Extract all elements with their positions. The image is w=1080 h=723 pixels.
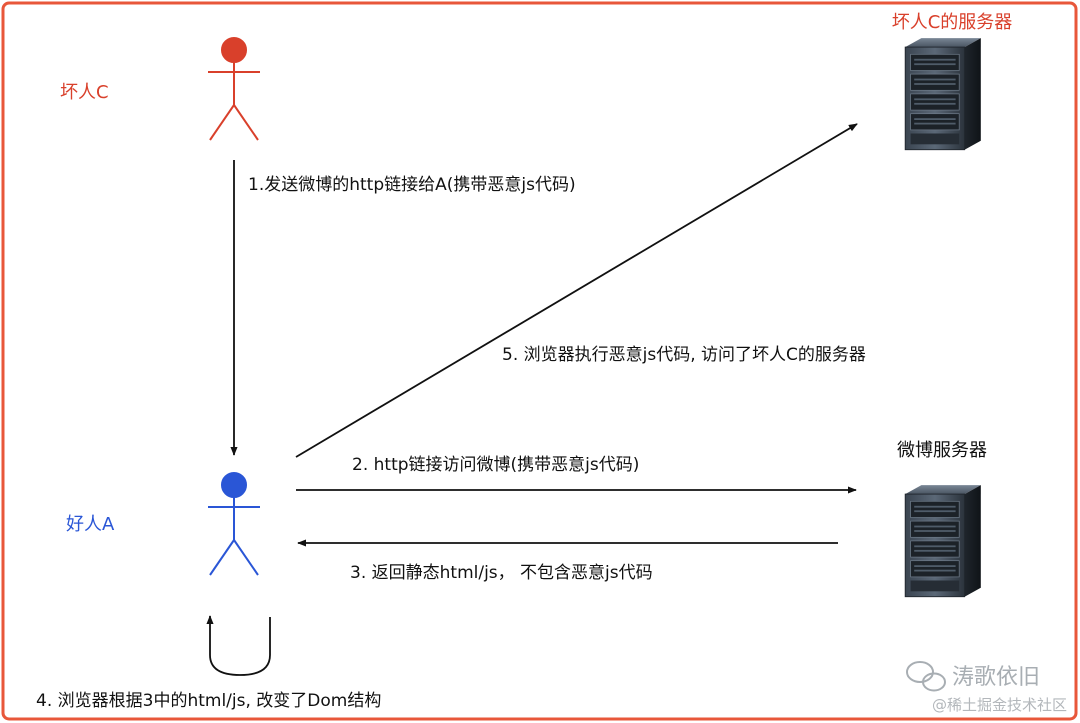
step3-label: 3. 返回静态html/js， 不包含恶意js代码 — [350, 563, 653, 583]
step5-label: 5. 浏览器执行恶意js代码, 访问了坏人C的服务器 — [502, 345, 866, 365]
step1-label: 1.发送微博的http链接给A(携带恶意js代码) — [248, 175, 576, 195]
arrow-step4-loop — [206, 615, 271, 676]
bad-actor-label: 坏人C — [60, 82, 109, 103]
weibo-server-icon — [904, 484, 982, 598]
attacker-server-label: 坏人C的服务器 — [892, 12, 1013, 33]
watermark: 涛歌依旧 @稀土掘金技术社区 — [906, 661, 1067, 714]
weibo-server-label: 微博服务器 — [897, 440, 987, 461]
step4-label: 4. 浏览器根据3中的html/js, 改变了Dom结构 — [36, 691, 381, 711]
good-actor-figure — [208, 472, 260, 576]
step2-label: 2. http链接访问微博(携带恶意js代码) — [352, 455, 639, 475]
good-actor-label: 好人A — [66, 514, 115, 535]
attacker-server-icon — [904, 37, 982, 151]
arrow-step5 — [295, 123, 858, 458]
bad-actor-figure — [208, 37, 260, 141]
watermark-site: @稀土掘金技术社区 — [932, 696, 1067, 714]
watermark-name: 涛歌依旧 — [952, 665, 1040, 690]
wechat-icon — [906, 661, 946, 692]
